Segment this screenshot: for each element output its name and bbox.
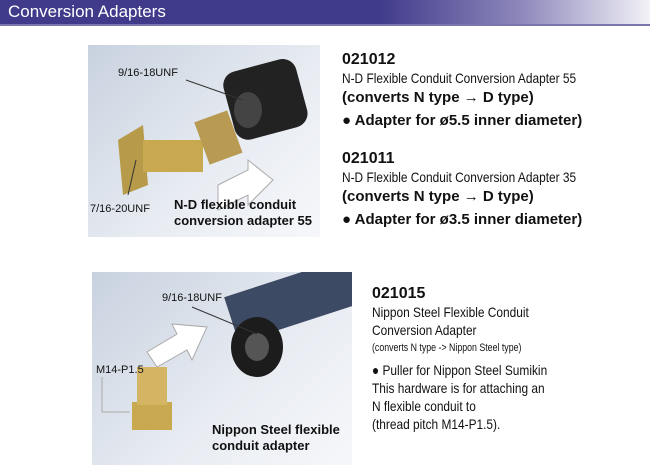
- product-code: 021011: [342, 150, 395, 167]
- product-021012: 021012 N-D Flexible Conduit Conversion A…: [342, 50, 617, 130]
- thread-label: M14-P1.5: [96, 364, 144, 376]
- product-021011: 021011 N-D Flexible Conduit Conversion A…: [342, 149, 617, 229]
- product-bullet: ● Adapter for ø3.5 inner diameter): [342, 211, 583, 228]
- section-title: Conversion Adapters: [8, 2, 166, 21]
- product-desc: This hardware is for attaching an: [372, 380, 545, 396]
- product-bullet: ● Puller for Nippon Steel Sumikin: [372, 362, 548, 378]
- thread-label: 9/16-18UNF: [162, 292, 222, 304]
- caption: N-D flexible conduit: [174, 197, 297, 212]
- product-converts: (converts N type → D type): [342, 188, 534, 205]
- product-code: 021012: [342, 51, 396, 68]
- product-desc: N flexible conduit to: [372, 398, 476, 414]
- caption: Nippon Steel flexible: [212, 422, 340, 437]
- product-photo-nippon-adapter: 9/16-18UNF M14-P1.5 Nippon Steel flexibl…: [92, 272, 352, 465]
- thread-label: 7/16-20UNF: [90, 203, 150, 215]
- product-name: N-D Flexible Conduit Conversion Adapter …: [342, 70, 577, 86]
- product-code: 021015: [372, 285, 426, 302]
- product-name: Conversion Adapter: [372, 322, 477, 338]
- product-name: N-D Flexible Conduit Conversion Adapter …: [342, 169, 577, 185]
- section-header: Conversion Adapters: [0, 0, 650, 26]
- product-name: Nippon Steel Flexible Conduit: [372, 304, 529, 320]
- caption: conduit adapter: [212, 438, 310, 453]
- product-photo-nd-adapter: 9/16-18UNF 7/16-20UNF N-D flexible condu…: [88, 45, 320, 237]
- product-021015: 021015 Nippon Steel Flexible Conduit Con…: [372, 285, 578, 433]
- product-converts: (converts N type → D type): [342, 89, 534, 106]
- product-converts: (converts N type -> Nippon Steel type): [372, 342, 522, 354]
- caption: conversion adapter 55: [174, 213, 312, 228]
- product-bullet: ● Adapter for ø5.5 inner diameter): [342, 112, 583, 129]
- product-desc: (thread pitch M14-P1.5).: [372, 416, 501, 432]
- thread-label: 9/16-18UNF: [118, 67, 178, 79]
